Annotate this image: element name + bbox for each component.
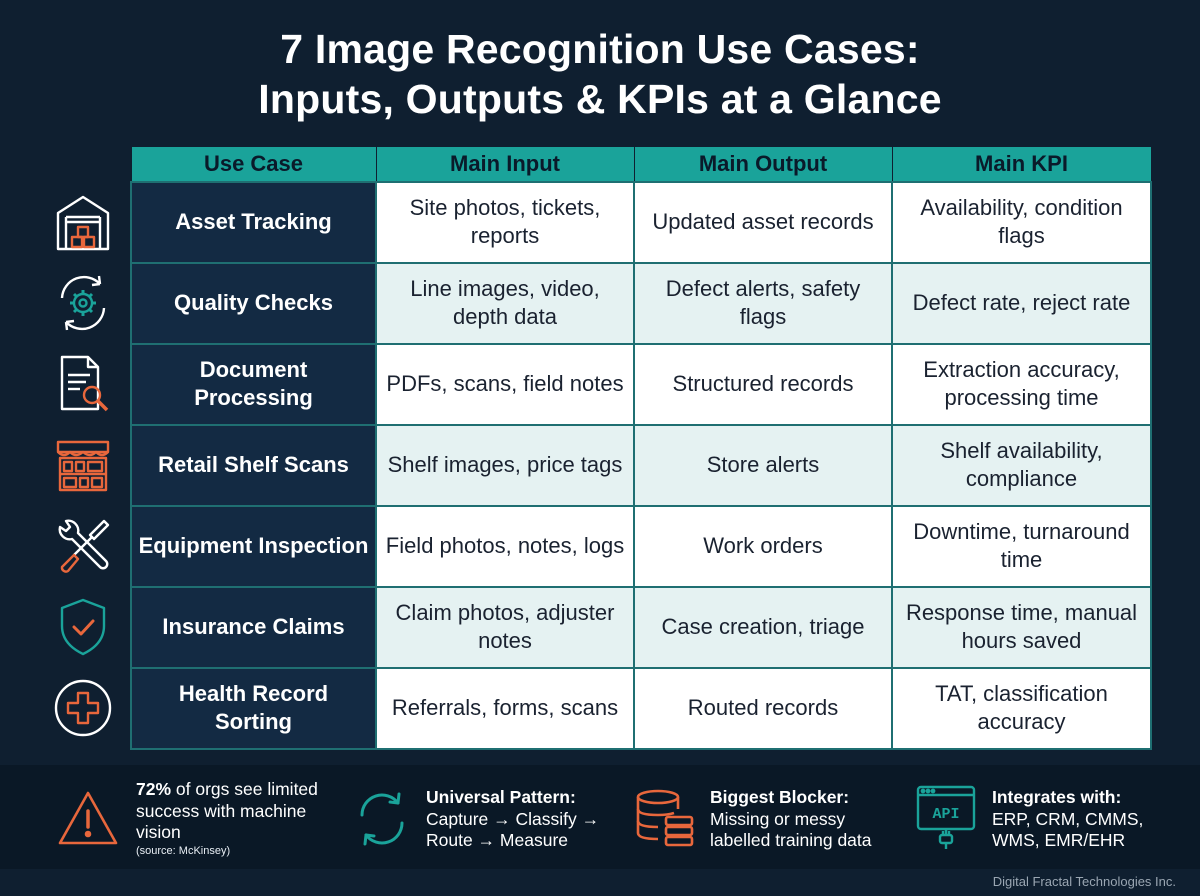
title-line-2: Inputs, Outputs & KPIs at a Glance <box>258 76 942 122</box>
kpi-cell: TAT, classification accuracy <box>891 666 1152 750</box>
api-icon-label: API <box>932 806 959 823</box>
table-row: Quality Checks Line images, video, depth… <box>130 261 1152 345</box>
table-row: Insurance Claims Claim photos, adjuster … <box>130 585 1152 669</box>
input-cell: Referrals, forms, scans <box>375 666 635 750</box>
medical-cross-icon <box>40 667 126 748</box>
output-cell: Work orders <box>633 504 893 588</box>
use-case-cell: Document Processing <box>130 342 377 426</box>
input-cell: Line images, video, depth data <box>375 261 635 345</box>
output-cell: Routed records <box>633 666 893 750</box>
database-icon <box>636 789 694 847</box>
stat-source: (source: McKinsey) <box>136 844 231 857</box>
stat-text: of orgs see limited success with machine… <box>136 779 318 842</box>
kpi-cell: Defect rate, reject rate <box>891 261 1152 345</box>
wrench-screwdriver-icon <box>40 505 126 586</box>
use-case-cell: Health Record Sorting <box>130 666 377 750</box>
output-cell: Updated asset records <box>633 180 893 264</box>
kpi-cell: Shelf availability, compliance <box>891 423 1152 507</box>
api-icon: API <box>916 785 976 849</box>
footer-stat: 72% of orgs see limited success with mac… <box>0 765 330 869</box>
use-case-cell: Insurance Claims <box>130 585 377 669</box>
table-row: Retail Shelf Scans Shelf images, price t… <box>130 423 1152 507</box>
kpi-cell: Downtime, turnaround time <box>891 504 1152 588</box>
output-cell: Defect alerts, safety flags <box>633 261 893 345</box>
pattern-text: Capture → Classify → Route → Measure <box>426 808 600 851</box>
input-cell: Shelf images, price tags <box>375 423 635 507</box>
footer-band: 72% of orgs see limited success with mac… <box>0 765 1200 869</box>
kpi-cell: Availability, condition flags <box>891 180 1152 264</box>
gear-cycle-icon <box>40 262 126 343</box>
input-cell: Site photos, tickets, reports <box>375 180 635 264</box>
input-cell: Claim photos, adjuster notes <box>375 585 635 669</box>
use-case-table: Use Case Main Input Main Output Main KPI… <box>130 146 1152 750</box>
kpi-cell: Response time, manual hours saved <box>891 585 1152 669</box>
blocker-heading: Biggest Blocker: <box>710 787 850 807</box>
credit-text: Digital Fractal Technologies Inc. <box>992 874 1176 889</box>
integrates-text: ERP, CRM, CMMS, WMS, EMR/EHR <box>992 808 1144 851</box>
header-use-case: Use Case <box>130 146 377 182</box>
row-icon-column <box>40 181 126 748</box>
cycle-arrows-icon <box>360 792 404 846</box>
output-cell: Store alerts <box>633 423 893 507</box>
page-title: 7 Image Recognition Use Cases: Inputs, O… <box>0 24 1200 124</box>
shield-check-icon <box>40 586 126 667</box>
document-search-icon <box>40 343 126 424</box>
header-main-input: Main Input <box>375 146 635 182</box>
pattern-heading: Universal Pattern: <box>426 787 576 807</box>
table-row: Document Processing PDFs, scans, field n… <box>130 342 1152 426</box>
header-main-output: Main Output <box>633 146 893 182</box>
title-line-1: 7 Image Recognition Use Cases: <box>280 26 920 72</box>
footer-pattern: Universal Pattern: Capture → Classify → … <box>340 765 620 869</box>
use-case-cell: Quality Checks <box>130 261 377 345</box>
warning-icon <box>58 791 118 845</box>
table-row: Health Record Sorting Referrals, forms, … <box>130 666 1152 750</box>
integrates-heading: Integrates with: <box>992 787 1122 807</box>
output-cell: Structured records <box>633 342 893 426</box>
input-cell: Field photos, notes, logs <box>375 504 635 588</box>
table-header-row: Use Case Main Input Main Output Main KPI <box>130 146 1152 182</box>
footer-integrates: API Integrates with: ERP, CRM, CMMS, WMS… <box>910 765 1200 869</box>
blocker-text: Missing or messy labelled training data <box>710 808 872 851</box>
input-cell: PDFs, scans, field notes <box>375 342 635 426</box>
output-cell: Case creation, triage <box>633 585 893 669</box>
kpi-cell: Extraction accuracy, processing time <box>891 342 1152 426</box>
warehouse-icon <box>40 181 126 262</box>
storefront-shelf-icon <box>40 424 126 505</box>
use-case-cell: Retail Shelf Scans <box>130 423 377 507</box>
table-row: Equipment Inspection Field photos, notes… <box>130 504 1152 588</box>
stat-percent: 72% <box>136 779 172 799</box>
use-case-cell: Asset Tracking <box>130 180 377 264</box>
use-case-cell: Equipment Inspection <box>130 504 377 588</box>
footer-blocker: Biggest Blocker: Missing or messy labell… <box>630 765 910 869</box>
table-row: Asset Tracking Site photos, tickets, rep… <box>130 180 1152 264</box>
header-main-kpi: Main KPI <box>891 146 1152 182</box>
